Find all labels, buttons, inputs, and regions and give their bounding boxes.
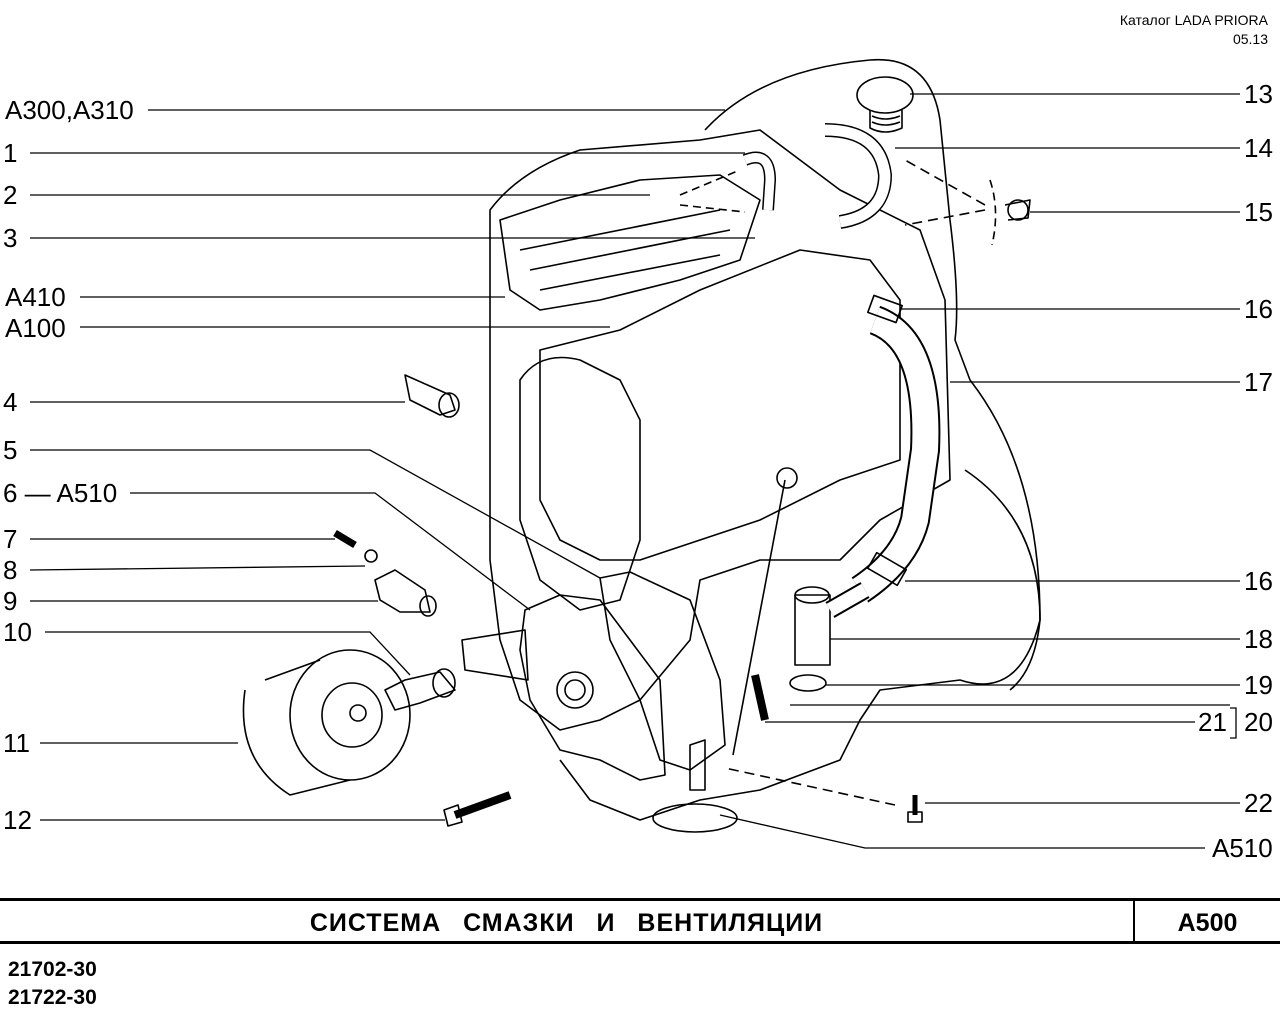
label-11: 11 [3, 728, 30, 758]
label-16-top: 16 [1244, 294, 1273, 324]
oil-pump [461, 594, 666, 781]
timing-cover [519, 356, 641, 611]
bolt-22 [907, 795, 923, 823]
label-20: 20 [1244, 707, 1273, 737]
oil-filler-cap-13 [856, 76, 914, 133]
label-3: 3 [3, 223, 18, 253]
label-8: 8 [3, 555, 18, 585]
label-a100: A100 [5, 313, 66, 343]
label-6-a510: 6 — A510 [3, 478, 118, 508]
label-12: 12 [3, 805, 32, 835]
label-4: 4 [3, 387, 18, 417]
engine-block [489, 129, 951, 731]
title-bar: СИСТЕМА СМАЗКИ И ВЕНТИЛЯЦИИ A500 [0, 898, 1280, 944]
label-9: 9 [3, 586, 18, 616]
label-18: 18 [1244, 624, 1273, 654]
oil-pump-gasket [599, 571, 726, 771]
label-7: 7 [3, 524, 18, 554]
transmission-housing [559, 58, 1041, 821]
label-5: 5 [3, 435, 18, 465]
bolt-7 [333, 529, 357, 549]
catalog-header: Каталог LADA PRIORA [1119, 12, 1268, 28]
catalog-date: 05.13 [1232, 31, 1268, 47]
engine-lubrication-diagram [29, 58, 1240, 849]
label-14: 14 [1244, 133, 1273, 163]
label-13: 13 [1244, 79, 1273, 109]
leader-lines [29, 93, 1240, 849]
flywheel [964, 469, 1041, 691]
label-22: 22 [1244, 788, 1273, 818]
filter-fitting-10 [384, 668, 456, 711]
o-ring-19 [789, 674, 827, 692]
section-title: СИСТЕМА СМАЗКИ И ВЕНТИЛЯЦИИ [309, 909, 824, 937]
model-code-2: 21722-30 [8, 986, 97, 1009]
hose-clamp-15 [1004, 199, 1031, 221]
breather-fitting-18 [794, 582, 870, 666]
label-15: 15 [1244, 197, 1273, 227]
dipstick-guide [751, 674, 769, 721]
label-a510-right: A510 [1212, 833, 1273, 863]
label-a300-a310: A300,A310 [5, 95, 134, 125]
oil-pressure-sensor-4 [404, 374, 460, 418]
oil-pickup [652, 739, 738, 833]
washer-8 [364, 549, 378, 563]
model-code-1: 21702-30 [8, 958, 97, 981]
label-a410: A410 [5, 282, 66, 312]
label-10: 10 [3, 617, 32, 647]
label-17: 17 [1244, 367, 1273, 397]
title-divider [1133, 901, 1135, 941]
label-1: 1 [3, 138, 18, 168]
oil-filter-11 [242, 649, 411, 796]
label-2: 2 [3, 180, 18, 210]
label-16-bottom: 16 [1244, 566, 1273, 596]
oil-dipstick [732, 479, 786, 756]
cylinder-head [539, 249, 901, 561]
label-19: 19 [1244, 670, 1273, 700]
sensor-9 [374, 569, 437, 617]
label-21: 21 [1198, 707, 1227, 737]
intake-manifold [499, 174, 761, 311]
bolt-12 [443, 791, 512, 827]
section-code: A500 [1177, 909, 1238, 937]
